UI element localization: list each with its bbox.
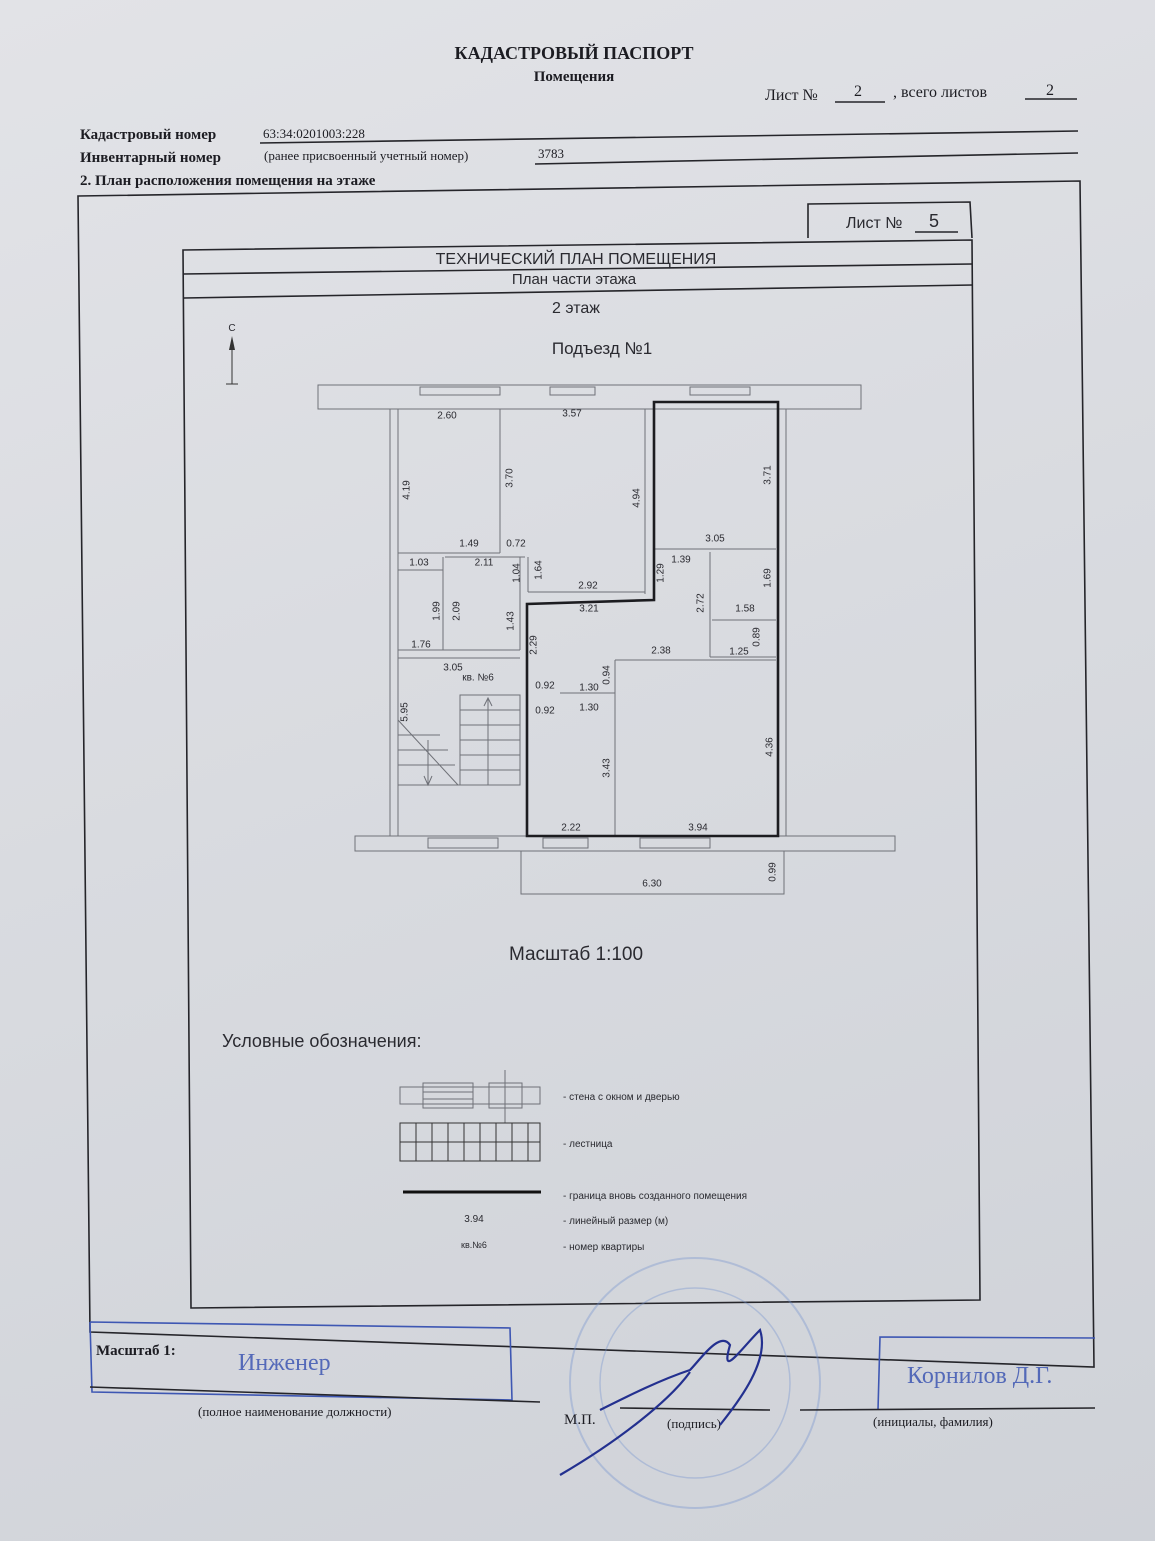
dimension-label: 1.29 — [656, 563, 667, 583]
dimension-label: 4.19 — [402, 480, 413, 500]
dimension-label: 0.72 — [506, 539, 526, 550]
dimension-label: 0.92 — [535, 681, 555, 692]
cadastral-number-label: Кадастровый номер — [80, 127, 216, 143]
official-seal — [569, 1257, 821, 1509]
total-sheets-label: , всего листов — [893, 84, 987, 101]
dimension-label: 1.04 — [512, 563, 523, 583]
document-subtitle: Помещения — [534, 69, 614, 85]
dimension-label: 2.60 — [437, 411, 457, 422]
signature-caption: (подпись) — [667, 1416, 721, 1431]
dimension-label: 2.92 — [578, 581, 598, 592]
dimension-label: 1.43 — [506, 611, 517, 631]
position-stamp: Инженер — [238, 1350, 331, 1376]
north-arrow-icon — [226, 336, 238, 385]
stairs-symbol — [399, 1122, 541, 1162]
dimension-label: 3.05 — [705, 534, 725, 545]
dimension-label: 1.49 — [459, 539, 479, 550]
dimension-label: 1.58 — [735, 604, 755, 615]
name-caption: (инициалы, фамилия) — [873, 1414, 993, 1429]
legend-label-stairs: - лестница — [563, 1139, 613, 1150]
plan-subtitle: План части этажа — [512, 271, 637, 288]
apartment-number-label: кв. №6 — [462, 673, 494, 684]
dimension-label: 4.36 — [765, 737, 776, 757]
dimension-label: 3.70 — [505, 468, 516, 488]
signature-line — [619, 1407, 771, 1411]
cadastral-number-value: 63:34:0201003:228 — [263, 126, 365, 141]
dimension-label: 2.11 — [475, 558, 494, 569]
position-underline — [89, 1386, 541, 1403]
dimension-label: 5.95 — [400, 702, 411, 722]
legend-label-apartment: - номер квартиры — [563, 1242, 644, 1253]
dimension-label: 1.64 — [534, 560, 545, 580]
total-sheets: 2 — [1046, 82, 1054, 99]
dimension-label: 0.99 — [768, 862, 779, 882]
legend-symbol-dimension: 3.94 — [464, 1214, 484, 1225]
dimension-label: 0.94 — [602, 665, 613, 685]
inventory-note: (ранее присвоенный учетный номер) — [264, 148, 468, 163]
name-underline — [799, 1407, 1096, 1411]
dimension-label: 1.76 — [411, 640, 431, 651]
dimension-label: 1.30 — [579, 703, 599, 714]
dimension-label: 2.72 — [696, 593, 707, 613]
inner-frame — [182, 239, 981, 1309]
dimension-label: 2.29 — [529, 635, 540, 655]
new-premises-boundary — [525, 400, 780, 838]
entrance-label: Подъезд №1 — [552, 339, 652, 358]
plan-sheet-number: 5 — [929, 211, 939, 231]
wall-window-door-symbol — [399, 1070, 541, 1123]
outer-frame — [77, 180, 1095, 1368]
title-row-divider — [182, 263, 973, 275]
dimension-label: 0.89 — [752, 627, 763, 647]
handwritten-signature — [559, 1327, 763, 1476]
document-title: КАДАСТРОВЫЙ ПАСПОРТ — [455, 42, 694, 63]
legend-label-dimension: - линейный размер (м) — [563, 1216, 668, 1227]
sheet-number: 2 — [854, 83, 862, 100]
sheet-label: Лист № — [765, 87, 818, 104]
subtitle-row-divider — [183, 284, 974, 299]
plan-sheet-label: Лист № — [846, 215, 902, 232]
inventory-underline — [534, 152, 1079, 165]
dimension-label: 1.69 — [763, 568, 774, 588]
dimension-label: 1.99 — [432, 601, 443, 621]
dimension-label: 1.25 — [729, 647, 749, 658]
dimension-label: 1.39 — [671, 555, 691, 566]
dimension-label: 2.22 — [561, 823, 581, 834]
legend-label-boundary: - граница вновь созданного помещения — [563, 1191, 747, 1202]
dimension-label: 3.57 — [562, 409, 582, 420]
position-caption: (полное наименование должности) — [198, 1404, 391, 1419]
dimension-labels: 2.60 3.57 4.19 3.70 4.94 3.71 1.49 0.72 … — [400, 409, 779, 890]
dimension-label: 6.30 — [642, 879, 662, 890]
position-stamp-box — [89, 1321, 513, 1401]
dimension-label: 3.21 — [579, 604, 599, 615]
sheet5-box — [807, 201, 973, 239]
floor-label: 2 этаж — [552, 300, 600, 317]
dimension-label: 3.43 — [602, 758, 613, 778]
dimension-label: 3.05 — [443, 663, 463, 674]
plan-title: ТЕХНИЧЕСКИЙ ПЛАН ПОМЕЩЕНИЯ — [436, 249, 717, 268]
staircase-icon — [397, 694, 521, 787]
plan-scale: Масштаб 1:100 — [509, 944, 643, 965]
name-stamp-box — [877, 1336, 1096, 1411]
dimension-label: 1.03 — [409, 558, 429, 569]
legend-symbol-apartment: кв.№6 — [461, 1240, 487, 1250]
north-label: С — [228, 323, 235, 334]
cadastral-underline — [259, 130, 1079, 144]
dimension-label: 4.94 — [632, 488, 643, 508]
floor-plan — [317, 384, 896, 895]
dimension-label: 2.09 — [452, 601, 463, 621]
name-stamp: Корнилов Д.Г. — [907, 1363, 1052, 1389]
inventory-number-label: Инвентарный номер — [80, 150, 221, 166]
dimension-label: 1.30 — [579, 683, 599, 694]
legend-label-wall: - стена с окном и дверью — [563, 1092, 680, 1103]
footer-scale-label: Масштаб 1: — [96, 1343, 176, 1359]
dimension-label: 2.38 — [651, 646, 671, 657]
section-heading: 2. План расположения помещения на этаже — [80, 173, 376, 189]
inventory-number-value: 3783 — [538, 146, 564, 161]
dimension-label: 3.94 — [688, 823, 708, 834]
dimension-label: 0.92 — [535, 706, 555, 717]
dimension-label: 3.71 — [763, 465, 774, 485]
seal-label: М.П. — [564, 1412, 596, 1428]
legend-title: Условные обозначения: — [222, 1031, 421, 1051]
